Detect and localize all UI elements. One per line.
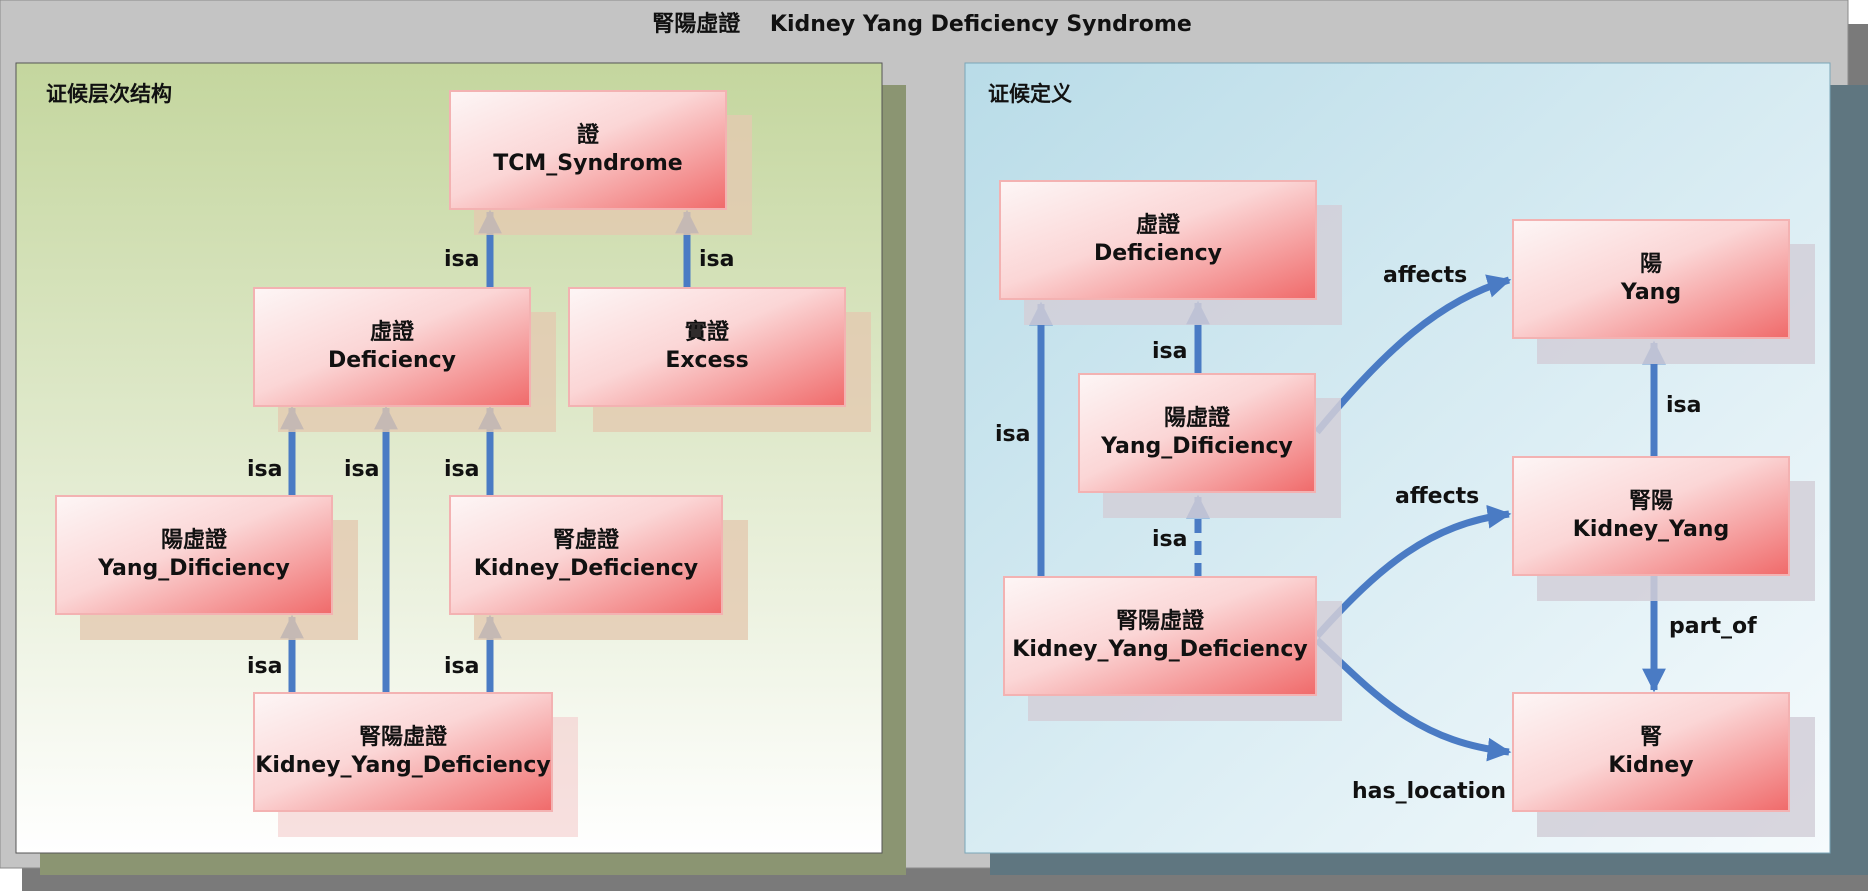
svg-text:實證: 實證 (685, 319, 730, 345)
svg-text:Excess: Excess (665, 348, 748, 373)
edge-label-has-location: has_location (1352, 779, 1506, 804)
svg-text:Kidney_Deficiency: Kidney_Deficiency (474, 556, 698, 581)
right-node-kidney-yang-deficiency: 腎陽虛證 Kidney_Yang_Deficiency (1003, 576, 1342, 721)
svg-text:證: 證 (577, 122, 600, 148)
right-node-yang: 陽 Yang (1512, 219, 1815, 364)
svg-text:腎虛證: 腎虛證 (553, 527, 620, 553)
edge-label-affects: affects (1395, 484, 1479, 509)
left-panel-title: 证候层次结构 (46, 82, 172, 106)
svg-text:腎陽虛證: 腎陽虛證 (359, 724, 448, 750)
right-panel-title: 证候定义 (988, 82, 1072, 106)
svg-text:虛證: 虛證 (1136, 212, 1181, 238)
edge-label-part-of: part_of (1669, 614, 1757, 639)
svg-text:Yang: Yang (1620, 280, 1681, 305)
svg-text:Kidney_Yang: Kidney_Yang (1573, 517, 1729, 542)
svg-text:腎陽虛證: 腎陽虛證 (1116, 608, 1205, 634)
svg-text:陽虛證: 陽虛證 (161, 527, 228, 553)
edge-label-isa: isa (344, 457, 379, 482)
right-node-kidney-yang: 腎陽 Kidney_Yang (1512, 456, 1815, 601)
edge-label-isa: isa (444, 247, 479, 272)
edge-label-isa: isa (995, 422, 1030, 447)
right-node-kidney: 腎 Kidney (1512, 692, 1815, 837)
edge-label-isa: isa (1152, 339, 1187, 364)
svg-text:Yang_Dificiency: Yang_Dificiency (1100, 434, 1293, 459)
svg-text:Kidney_Yang_Deficiency: Kidney_Yang_Deficiency (255, 753, 550, 778)
left-node-kidney-yang-deficiency: 腎陽虛證 Kidney_Yang_Deficiency (253, 692, 578, 837)
edge-label-isa: isa (444, 457, 479, 482)
svg-text:腎: 腎 (1640, 725, 1662, 750)
left-node-kidney-deficiency: 腎虛證 Kidney_Deficiency (449, 495, 748, 640)
edge-label-isa: isa (247, 457, 282, 482)
left-node-deficiency: 虛證 Deficiency (253, 287, 556, 432)
svg-text:陽: 陽 (1640, 252, 1662, 277)
svg-text:虛證: 虛證 (370, 319, 415, 345)
svg-text:Deficiency: Deficiency (328, 348, 456, 373)
left-node-yang-deficiency: 陽虛證 Yang_Dificiency (55, 495, 358, 640)
edge-arrow-affects (1314, 274, 1512, 435)
right-node-yang-deficiency: 陽虛證 Yang_Dificiency (1078, 373, 1341, 518)
svg-text:Deficiency: Deficiency (1094, 241, 1222, 266)
svg-text:TCM_Syndrome: TCM_Syndrome (493, 151, 682, 176)
edge-label-isa: isa (699, 247, 734, 272)
svg-text:Kidney_Yang_Deficiency: Kidney_Yang_Deficiency (1012, 637, 1307, 662)
main-title: 腎陽虛證 Kidney Yang Deficiency Syndrome (652, 11, 1192, 37)
edge-label-isa: isa (444, 654, 479, 679)
edge-label-affects: affects (1383, 263, 1467, 288)
edge-label-isa: isa (247, 654, 282, 679)
edge-label-isa: isa (1152, 527, 1187, 552)
svg-text:陽虛證: 陽虛證 (1164, 405, 1231, 431)
left-node-tcm-syndrome: 證 TCM_Syndrome (449, 90, 752, 235)
svg-text:Yang_Dificiency: Yang_Dificiency (97, 556, 290, 581)
edge-label-isa: isa (1666, 393, 1701, 418)
svg-text:腎陽: 腎陽 (1629, 489, 1673, 514)
left-node-excess: 實證 Excess (568, 287, 871, 432)
svg-text:Kidney: Kidney (1608, 753, 1693, 778)
right-node-deficiency: 虛證 Deficiency (999, 180, 1342, 325)
